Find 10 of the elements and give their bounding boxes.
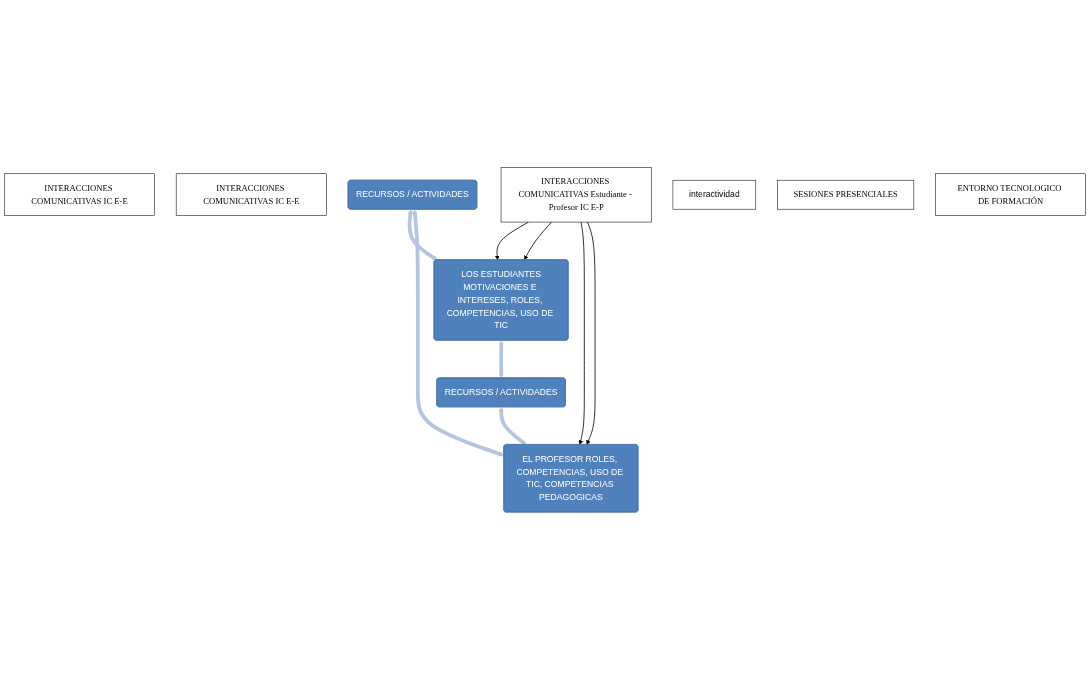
arrow <box>412 209 505 457</box>
arrow <box>498 340 504 379</box>
node-box: interactividad <box>672 180 757 210</box>
arrow <box>407 209 438 261</box>
node-box: SESIONES PRESENCIALES <box>777 180 915 210</box>
node-box: INTERACCIONES COMUNICATIVAS IC E-E <box>4 173 155 217</box>
arrow <box>498 407 527 446</box>
node-box: INTERACCIONES COMUNICATIVAS IC E-E <box>175 173 327 217</box>
node-box: INTERACCIONES COMUNICATIVAS Estudiante - Profesor IC E-P <box>500 167 652 223</box>
node-box: ENTORNO TECNOLOGICO DE FORMACIÓN <box>935 173 1086 217</box>
